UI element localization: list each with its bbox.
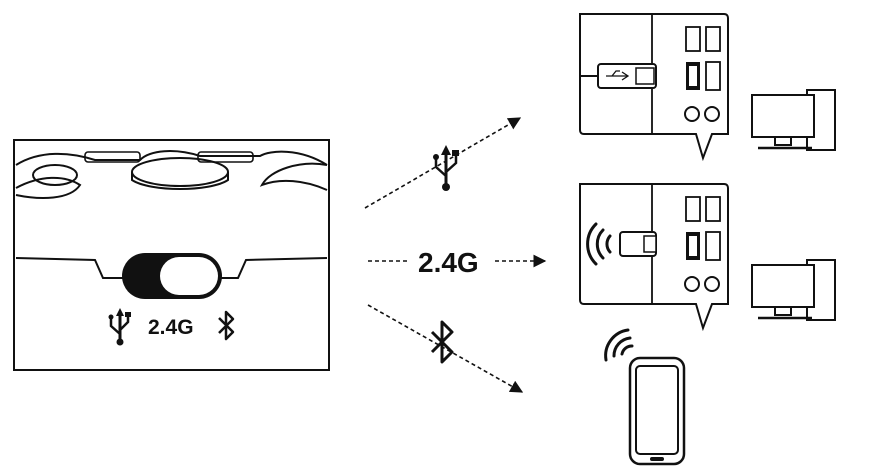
desktop-computer <box>751 259 836 321</box>
wireless-signal-icon <box>586 222 612 266</box>
pc-usb-receiver <box>579 183 836 332</box>
rf-connection: 2.4G <box>368 247 547 278</box>
smartphone <box>604 328 686 466</box>
pc-usb-cable <box>579 13 836 162</box>
controller-closeup: 2.4G <box>13 139 330 371</box>
desktop-computer <box>751 89 836 151</box>
mode-switch[interactable] <box>122 253 222 299</box>
usb-connection <box>364 117 522 209</box>
bluetooth-connection <box>367 304 524 393</box>
usb-icon <box>433 145 459 191</box>
rf-label: 2.4G <box>418 247 479 278</box>
switch-label-2-4g: 2.4G <box>148 316 194 339</box>
wireless-signal-icon <box>604 328 634 362</box>
usb-icon <box>108 308 131 346</box>
bluetooth-icon <box>430 320 454 364</box>
bluetooth-icon <box>218 310 235 341</box>
